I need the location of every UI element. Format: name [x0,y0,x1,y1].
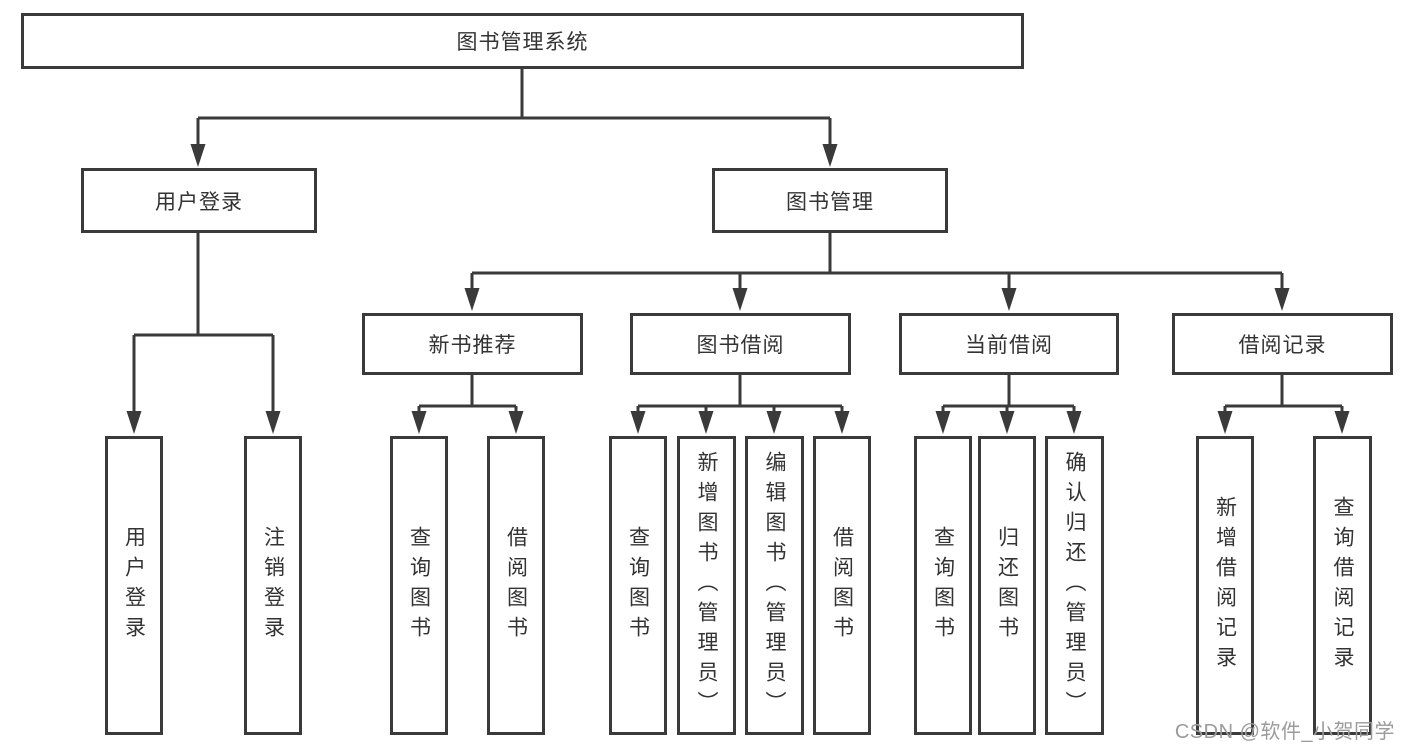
connector-book-mgmt-split [470,233,1284,292]
connector-current-borrow-split [941,375,1076,415]
node-label: 编辑图书（管理员） [763,450,787,721]
connector-borrow-record-split [1223,375,1344,415]
node-label: 查询图书 [407,525,431,646]
node-current-borrowing: 当前借阅 [899,313,1119,375]
node-label: 归还图书 [995,525,1019,646]
connector-root-split [196,69,832,148]
leaf-add-book-admin: 新增图书（管理员） [677,436,736,735]
leaf-confirm-return-admin: 确认归还（管理员） [1045,436,1104,735]
leaf-user-login: 用户登录 [105,436,163,735]
node-root-library-management-system: 图书管理系统 [21,13,1024,69]
node-label: 查询借阅记录 [1331,495,1355,676]
node-label: 新增图书（管理员） [695,450,719,721]
node-label: 用户登录 [155,190,243,214]
leaf-add-borrow-record: 新增借阅记录 [1196,436,1254,735]
connector-lines [132,69,1344,415]
connector-user-login-split [132,233,275,415]
node-label: 借阅图书 [504,525,528,646]
leaf-borrow-books-recommend: 借阅图书 [487,436,545,735]
leaf-query-books-borrowing: 查询图书 [609,436,667,735]
node-borrowing-records: 借阅记录 [1172,313,1393,375]
leaf-query-books-current: 查询图书 [914,436,972,735]
node-label: 借阅记录 [1238,334,1327,357]
node-label: 确认归还（管理员） [1063,450,1087,721]
node-label: 查询图书 [931,525,955,646]
connector-book-borrow-split [636,375,844,415]
leaf-edit-book-admin: 编辑图书（管理员） [745,436,804,735]
leaf-query-borrow-record: 查询借阅记录 [1313,436,1372,735]
leaf-logout: 注销登录 [244,436,302,735]
node-label: 当前借阅 [965,334,1053,357]
node-label: 图书管理 [786,190,874,214]
leaf-borrow-books-borrowing: 借阅图书 [813,436,871,735]
node-label: 用户登录 [122,525,146,646]
leaf-query-books-recommend: 查询图书 [390,436,448,735]
node-book-borrowing: 图书借阅 [630,313,851,375]
node-label: 注销登录 [261,525,285,646]
node-label: 新书推荐 [428,334,517,357]
connector-new-book-split [417,375,518,415]
node-user-login: 用户登录 [81,168,317,233]
node-label: 图书借阅 [696,334,785,357]
node-label: 借阅图书 [830,525,854,646]
node-new-book-recommendation: 新书推荐 [362,313,583,375]
leaf-return-books: 归还图书 [978,436,1036,735]
csdn-watermark: CSDN @软件_小贺同学 [1174,721,1395,743]
node-label: 图书管理系统 [456,31,589,54]
node-label: 查询图书 [626,525,650,646]
arrowheads [126,144,1350,434]
node-label: 新增借阅记录 [1213,495,1237,676]
node-book-management: 图书管理 [712,168,948,233]
